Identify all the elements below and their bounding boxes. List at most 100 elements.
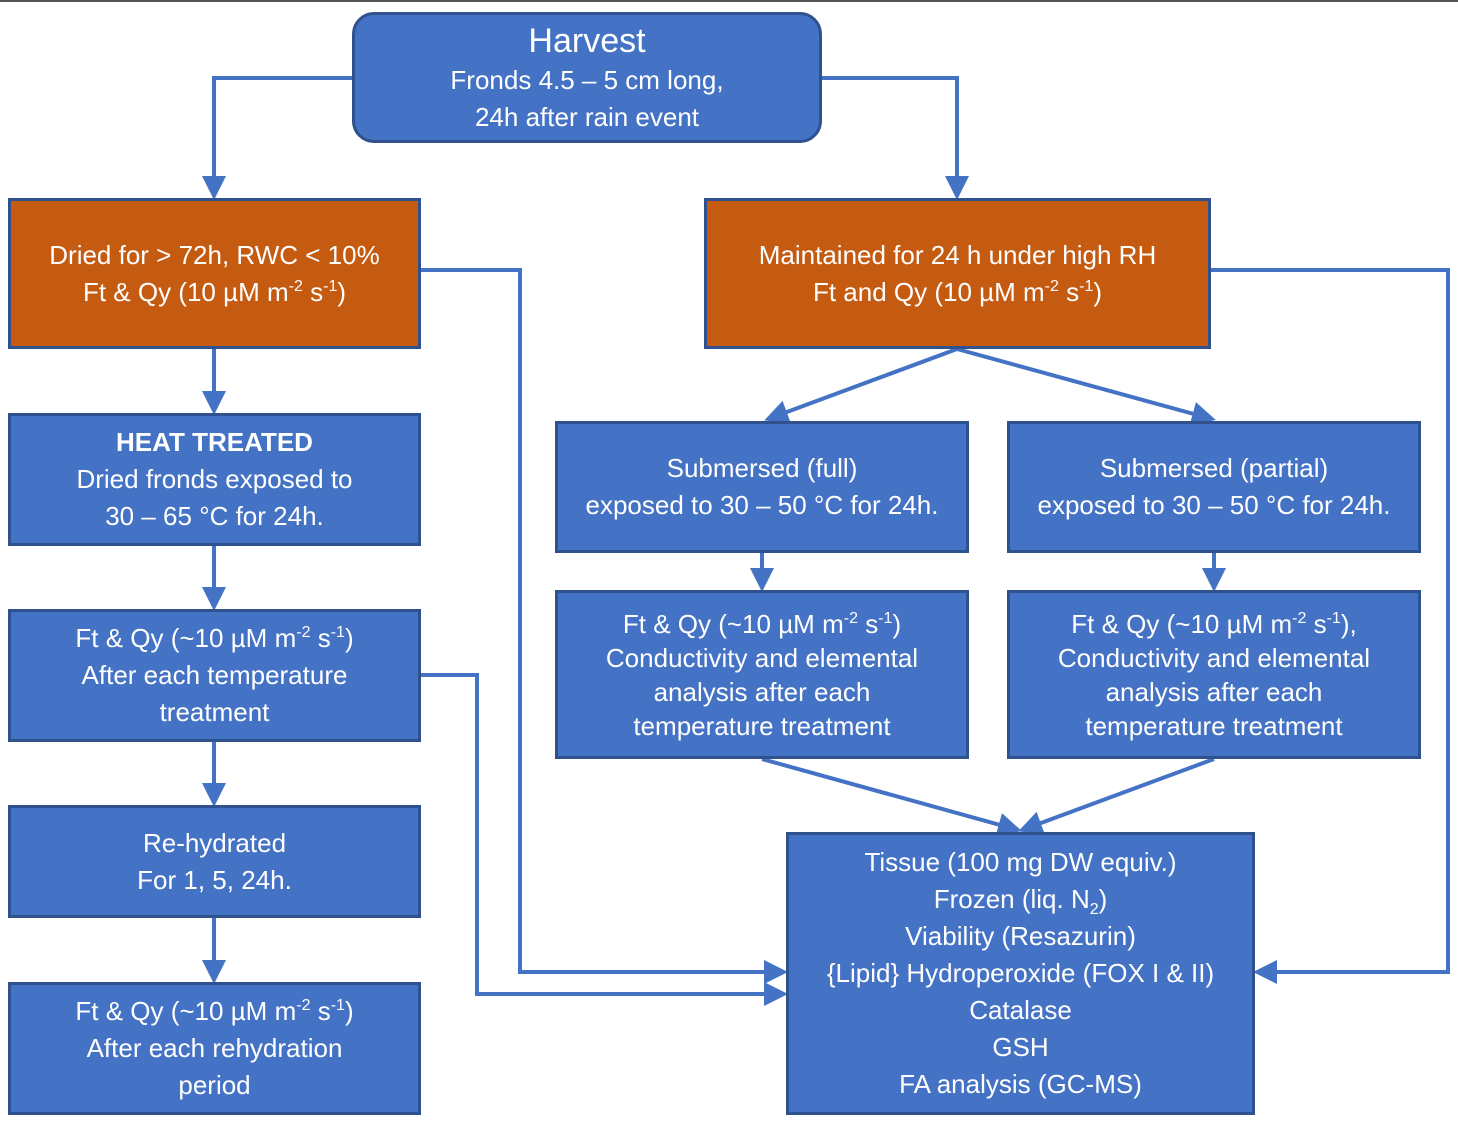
text-segment: period xyxy=(178,1070,251,1100)
text-segment: FA analysis (GC-MS) xyxy=(899,1069,1142,1099)
text-segment: ) xyxy=(337,276,347,307)
ftqy-partial-analysis-box: Ft & Qy (~10 µM m-2 s-1),Conductivity an… xyxy=(1007,590,1421,759)
ftqy-after-rehydration-box: Ft & Qy (~10 µM m-2 s-1)After each rehyd… xyxy=(8,982,421,1115)
box-text-line: Ft & Qy (~10 µM m-2 s-1) xyxy=(75,993,353,1030)
text-segment: temperature treatment xyxy=(633,710,891,741)
text-segment: Ft & Qy (~10 µM m xyxy=(75,996,297,1026)
box-title: HEAT TREATED xyxy=(116,427,313,457)
dried-box: Dried for > 72h, RWC < 10% Ft & Qy (10 µM… xyxy=(8,198,421,349)
text-segment: After each temperature xyxy=(81,660,348,690)
box-text-line: exposed to 30 – 50 °C for 24h. xyxy=(586,487,939,524)
text-segment: GSH xyxy=(992,1032,1049,1062)
box-text-line: Fronds 4.5 – 5 cm long, xyxy=(450,62,723,99)
submersed-partial-box: Submersed (partial)exposed to 30 – 50 °C… xyxy=(1007,421,1421,553)
superscript: -1 xyxy=(330,997,345,1014)
text-segment: Fronds 4.5 – 5 cm long, xyxy=(450,64,724,95)
box-text-line: temperature treatment xyxy=(1085,709,1342,743)
arrow-ftqy-partial-to-tissue xyxy=(1018,757,1215,835)
box-text-line: Re-hydrated xyxy=(143,825,286,862)
text-segment: analysis after each xyxy=(653,676,871,707)
text-segment: Tissue (100 mg DW equiv.) xyxy=(864,847,1177,877)
text-segment: Ft & Qy (~10 µM m xyxy=(75,623,297,653)
text-segment: treatment xyxy=(159,697,270,727)
arrow-ftqy-full-to-tissue xyxy=(761,757,1022,837)
box-text-line: {Lipid} Hydroperoxide (FOX I & II) xyxy=(827,955,1214,992)
heat-treated-box: HEAT TREATED Dried fronds exposed to 30 – … xyxy=(8,413,421,546)
box-text-line: analysis after each xyxy=(1106,675,1323,709)
box-text-line: exposed to 30 – 50 °C for 24h. xyxy=(1038,487,1391,524)
text-segment: {Lipid} Hydroperoxide (FOX I & II) xyxy=(826,958,1215,988)
text-segment: Dried fronds exposed to xyxy=(76,464,353,494)
text-segment: s xyxy=(310,623,331,653)
text-segment: temperature treatment xyxy=(1085,710,1343,741)
text-segment: Re-hydrated xyxy=(142,827,287,858)
text-segment: For 1, 5, 24h. xyxy=(137,864,292,895)
text-segment: 30 – 65 °C for 24h. xyxy=(105,501,324,531)
superscript: -2 xyxy=(296,997,311,1014)
box-text-line: Ft & Qy (~10 µM m-2 s-1), xyxy=(1071,607,1356,641)
ftqy-full-analysis-box: Ft & Qy (~10 µM m-2 s-1)Conductivity and… xyxy=(555,590,969,759)
text-segment: Catalase xyxy=(969,995,1072,1025)
box-text-line: Tissue (100 mg DW equiv.) xyxy=(864,844,1176,881)
text-segment: s xyxy=(1058,276,1080,307)
text-segment: Ft and Qy (10 µM m xyxy=(812,276,1045,307)
superscript: -1 xyxy=(878,609,893,627)
superscript: -2 xyxy=(296,624,311,641)
text-segment: Frozen (liq. N xyxy=(933,884,1090,914)
text-segment: ) xyxy=(1098,884,1108,914)
superscript: -2 xyxy=(1292,609,1307,627)
box-text-line: 30 – 65 °C for 24h. xyxy=(105,498,324,535)
box-text-line: Ft & Qy (~10 µM m-2 s-1) xyxy=(623,607,901,641)
box-text-line: Ft & Qy (~10 µM m-2 s-1) xyxy=(75,620,353,657)
superscript: -1 xyxy=(323,277,338,295)
text-segment: s xyxy=(302,276,324,307)
box-text-line: Conductivity and elemental xyxy=(606,641,918,675)
text-segment: exposed to 30 – 50 °C for 24h. xyxy=(1037,490,1391,520)
box-text-line: Dried for > 72h, RWC < 10% xyxy=(49,237,379,274)
box-text-line: Ft & Qy (10 µM m-2 s-1) xyxy=(83,274,346,311)
arrow-maintained-to-sub-partial xyxy=(956,347,1216,426)
superscript: -1 xyxy=(1326,609,1341,627)
text-segment: ), xyxy=(1340,608,1357,639)
text-segment: ) xyxy=(1093,276,1103,307)
box-text-line: Submersed (full) xyxy=(667,450,858,487)
superscript: -1 xyxy=(1079,277,1094,295)
box-text-line: After each rehydration xyxy=(87,1030,343,1067)
text-segment: Conductivity and elemental xyxy=(1057,642,1371,673)
text-segment: Conductivity and elemental xyxy=(605,642,919,673)
box-text-line: For 1, 5, 24h. xyxy=(137,862,292,899)
box-text-line: Catalase xyxy=(969,992,1072,1029)
box-text-line: Dried fronds exposed to xyxy=(76,461,352,498)
text-segment: analysis after each xyxy=(1105,676,1323,707)
box-text-line: GSH xyxy=(992,1029,1048,1066)
arrow-ftqy-temp-to-tissue xyxy=(421,673,788,1006)
submersed-full-box: Submersed (full)exposed to 30 – 50 °C fo… xyxy=(555,421,969,553)
text-segment: ) xyxy=(892,608,902,639)
arrow-harvest-to-dried xyxy=(202,76,352,200)
box-text-line: analysis after each xyxy=(654,675,871,709)
text-segment: Ft & Qy (10 µM m xyxy=(82,276,289,307)
text-segment: Dried for > 72h, RWC < 10% xyxy=(49,239,380,270)
superscript: -1 xyxy=(330,624,345,641)
arrow-maintained-to-tissue xyxy=(1211,268,1450,984)
text-segment: 24h after rain event xyxy=(474,101,700,132)
arrow-maintained-to-sub-full xyxy=(764,347,958,424)
box-text-line: Ft and Qy (10 µM m-2 s-1) xyxy=(813,274,1102,311)
text-segment: ) xyxy=(344,996,354,1026)
ftqy-after-temperature-box: Ft & Qy (~10 µM m-2 s-1)After each tempe… xyxy=(8,609,421,742)
text-segment: Ft & Qy (~10 µM m xyxy=(1071,608,1293,639)
arrow-harvest-to-maintained xyxy=(822,76,969,200)
superscript: -2 xyxy=(1044,277,1059,295)
box-text-line: Submersed (partial) xyxy=(1100,450,1328,487)
superscript: -2 xyxy=(843,609,858,627)
text-segment: Ft & Qy (~10 µM m xyxy=(622,608,844,639)
box-text-line: 24h after rain event xyxy=(475,99,699,136)
box-title: Harvest xyxy=(528,21,646,60)
tissue-analysis-box: Tissue (100 mg DW equiv.)Frozen (liq. N2… xyxy=(786,832,1255,1115)
box-text-line: treatment xyxy=(160,694,270,731)
arrow-dried-to-tissue xyxy=(421,268,788,984)
superscript: -2 xyxy=(288,277,303,295)
